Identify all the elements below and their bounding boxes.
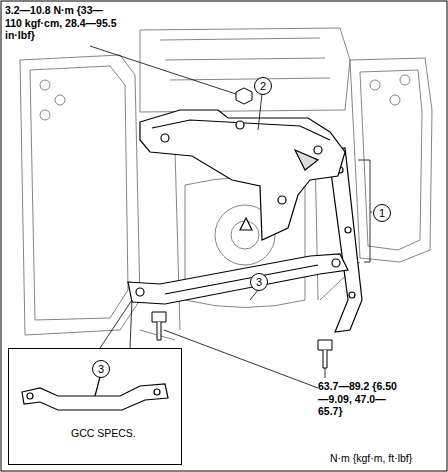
torque-spec: 63.7—89.2 {6.50—9.09, 47.0—65.7} (318, 380, 398, 418)
callout-number: 2 (254, 77, 272, 95)
callout-number: 3 (92, 360, 110, 378)
callout-number: 1 (373, 204, 391, 222)
inset-caption: GCC SPECS. (71, 427, 136, 439)
inset-crossmember (22, 377, 168, 410)
part-3-crossmember (128, 218, 348, 304)
leader-lines (90, 46, 372, 388)
part-2-bracket (140, 110, 345, 240)
callout-number: 3 (250, 273, 268, 291)
torque-spec: 3.2—10.8 N·m {33—110 kgf·cm, 28.4—95.5 i… (5, 4, 117, 42)
unit-note: N·m {kgf·m, ft·lbf} (330, 452, 412, 465)
engine-background (20, 28, 432, 340)
inset-ground (8, 348, 182, 465)
nut-and-bolts (152, 88, 332, 368)
